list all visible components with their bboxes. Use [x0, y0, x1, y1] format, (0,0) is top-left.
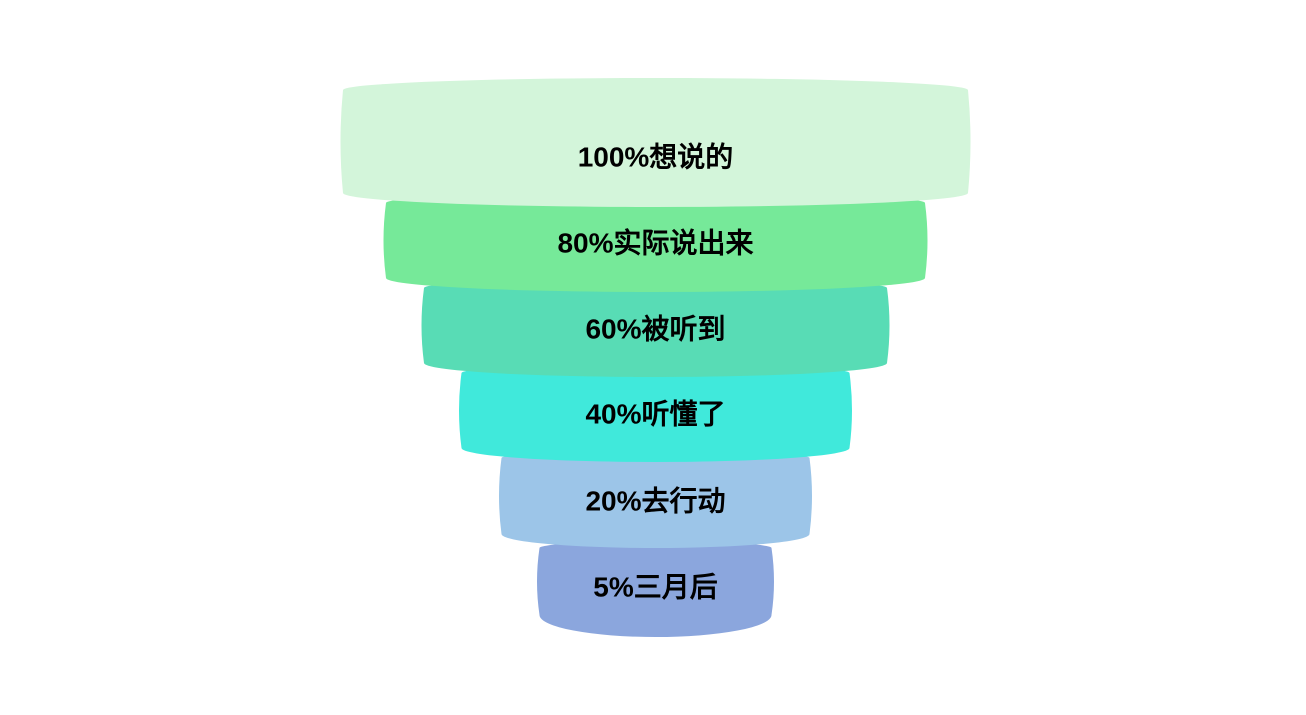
funnel-stage-label: 5%三月后: [593, 572, 717, 603]
funnel-stage-label: 100%想说的: [578, 141, 734, 173]
funnel-stage-shape: [421, 278, 890, 377]
funnel-stage-shape: [499, 450, 812, 549]
funnel-stage-shape: [340, 78, 971, 208]
funnel-stage-shapes: [340, 78, 971, 637]
funnel-stage-labels: 100%想说的 80%实际说出来 60%被听到 40%听懂了 20%去行动 5%三月后: [557, 141, 753, 603]
funnel-stage-shape: [383, 192, 928, 292]
funnel-stage-label: 80%实际说出来: [557, 227, 753, 259]
funnel-stage-label: 40%听懂了: [585, 399, 725, 430]
funnel-stage-shape: [537, 541, 774, 637]
funnel-stage-label: 20%去行动: [585, 485, 725, 517]
funnel-stage-shape: [459, 364, 852, 462]
funnel-stage-label: 60%被听到: [585, 314, 725, 345]
